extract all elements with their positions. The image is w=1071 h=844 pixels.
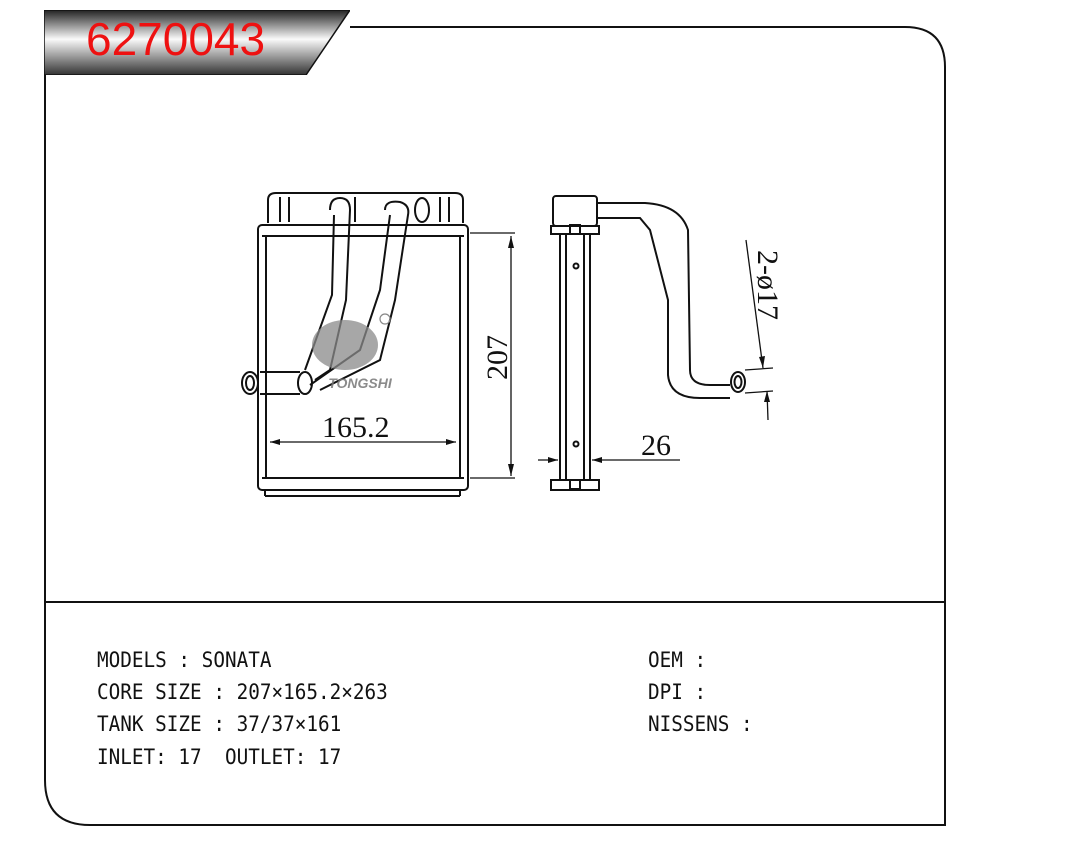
part-number-banner bbox=[44, 10, 350, 75]
width-dimension: 165.2 bbox=[322, 411, 390, 444]
spec-inlet-outlet: INLET: 17 OUTLET: 17 bbox=[97, 745, 342, 769]
side-view bbox=[550, 195, 746, 491]
pipe-dimension: 2-ø17 bbox=[751, 250, 784, 320]
depth-dimension: 26 bbox=[641, 429, 671, 462]
spec-core-size: CORE SIZE : 207×165.2×263 bbox=[97, 680, 388, 704]
spec-models: MODELS : SONATA bbox=[97, 648, 272, 672]
spec-dpi: DPI : bbox=[648, 680, 707, 704]
spec-tank-size: TANK SIZE : 37/37×161 bbox=[97, 712, 342, 736]
svg-text:TONGSHI: TONGSHI bbox=[328, 375, 393, 391]
spec-nissens: NISSENS : bbox=[648, 712, 753, 736]
tongshi-logo: TONGSHI bbox=[312, 313, 393, 391]
part-number: 6270043 bbox=[86, 13, 266, 65]
height-dimension: 207 bbox=[481, 335, 514, 380]
spec-oem: OEM : bbox=[648, 648, 707, 672]
